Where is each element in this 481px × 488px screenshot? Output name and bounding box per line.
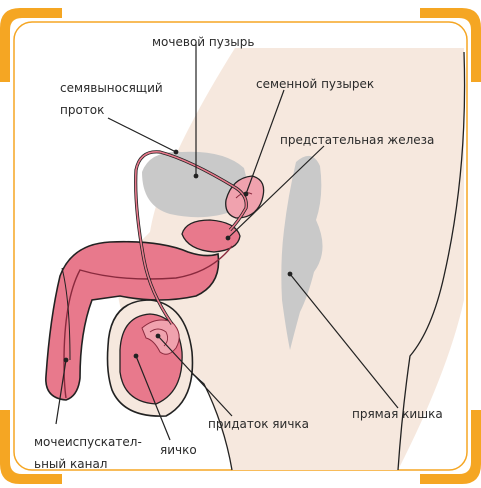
label-vas-deferens-line1: семявыносящий	[60, 81, 163, 95]
leader-vas-deferens	[108, 118, 176, 152]
label-bladder: мочевой пузырь	[152, 35, 254, 49]
label-urethra-line2: ьный канал	[34, 457, 107, 471]
label-urethra-line1: мочеиспускател-	[34, 435, 142, 449]
label-epididymis: придаток яичка	[208, 417, 309, 431]
label-seminal-vesicle: семенной пузырек	[256, 77, 374, 91]
label-vas-deferens-line2: проток	[60, 103, 104, 117]
frame-corner-bottom-right	[420, 410, 481, 484]
label-prostate: предстательная железа	[280, 133, 434, 147]
label-testis: яичко	[160, 443, 197, 457]
frame-corner-top-left	[0, 8, 62, 82]
label-rectum: прямая кишка	[352, 407, 443, 421]
